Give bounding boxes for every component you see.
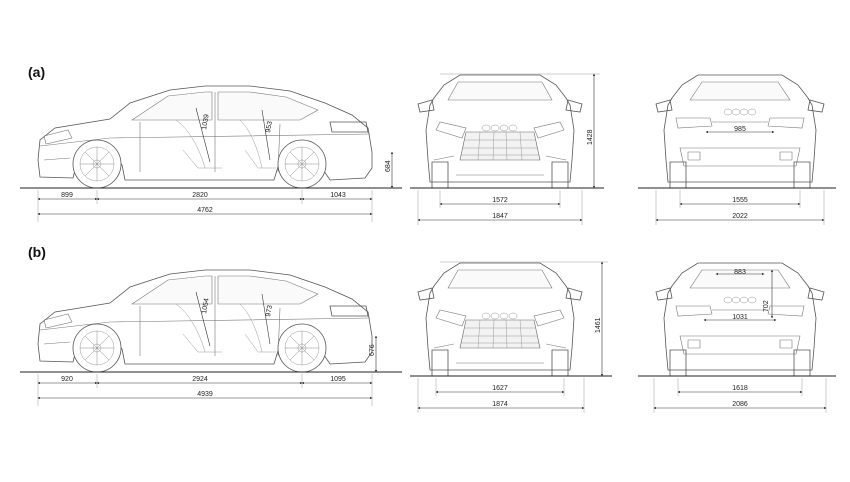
b-wheelbase: 2924 (192, 376, 208, 383)
a-rear-overhang: 1043 (330, 192, 346, 199)
row-a-side-view (20, 85, 402, 222)
b-boot-height: 676 (369, 344, 376, 356)
b-head-front: 1054 (201, 298, 211, 315)
a-boot-height: 684 (385, 160, 392, 172)
a-front-overhang: 899 (61, 192, 73, 199)
b-opening-height: 702 (763, 300, 770, 312)
a-boot-width: 985 (734, 126, 746, 133)
b-length: 4939 (197, 391, 213, 398)
b-front-track: 1627 (492, 385, 508, 392)
b-rear-width: 2086 (732, 401, 748, 408)
a-head-front: 1039 (201, 114, 211, 131)
a-front-track: 1572 (492, 197, 508, 204)
b-rear-overhang: 1095 (330, 376, 346, 383)
b-rear-track: 1618 (732, 385, 748, 392)
b-boot-width: 1031 (732, 314, 748, 321)
row-b-rear-view (638, 262, 836, 413)
row-b-side-view (20, 269, 402, 406)
row-b-front-view (410, 261, 612, 413)
row-a-label: (a) (28, 64, 46, 80)
a-front-height: 1428 (587, 129, 594, 145)
a-front-width: 1847 (492, 213, 508, 220)
row-a-rear-view (638, 74, 836, 225)
b-head-rear: 973 (265, 305, 274, 318)
a-wheelbase: 2820 (192, 192, 208, 199)
a-length: 4762 (197, 207, 213, 214)
a-head-rear: 953 (265, 121, 274, 134)
row-b-label: (b) (28, 244, 46, 260)
row-a-front-view (410, 73, 604, 225)
b-front-height: 1461 (595, 317, 602, 333)
a-rear-width: 2022 (732, 213, 748, 220)
a-rear-track: 1555 (732, 197, 748, 204)
b-opening-width: 883 (734, 269, 746, 276)
b-front-overhang: 920 (61, 376, 73, 383)
b-front-width: 1874 (492, 401, 508, 408)
